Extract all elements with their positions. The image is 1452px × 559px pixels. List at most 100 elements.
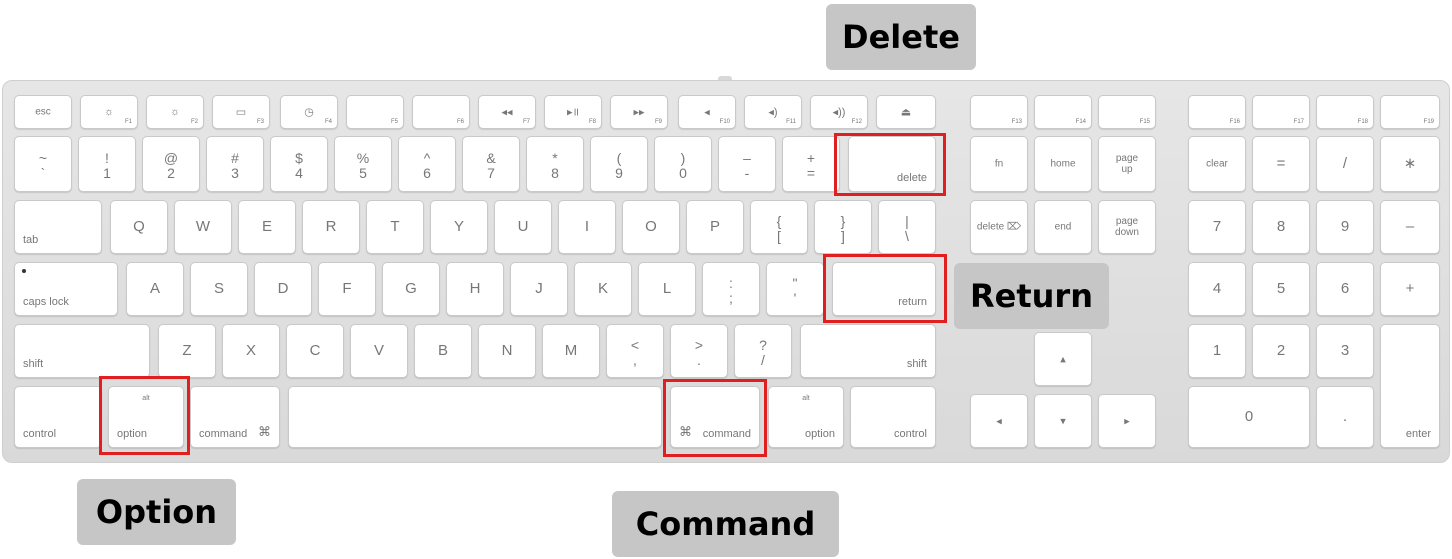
key-left-control[interactable]: control (14, 386, 102, 448)
key-arrow-right[interactable]: ▸ (1098, 394, 1156, 448)
key-f8[interactable]: ▸॥F8 (544, 95, 602, 129)
key-f10[interactable]: ◂F10 (678, 95, 736, 129)
key-esc[interactable]: esc (14, 95, 72, 129)
key-delete[interactable]: delete (848, 136, 936, 192)
key-e[interactable]: E (238, 200, 296, 254)
key-backslash[interactable]: |\ (878, 200, 936, 254)
key-numpad-8[interactable]: 8 (1252, 200, 1310, 254)
key-numpad-5[interactable]: 5 (1252, 262, 1310, 316)
key-0[interactable]: )0 (654, 136, 712, 192)
key-f16[interactable]: F16 (1188, 95, 1246, 129)
key-f11[interactable]: ◂)F11 (744, 95, 802, 129)
key-6[interactable]: ^6 (398, 136, 456, 192)
key-f9[interactable]: ▸▸F9 (610, 95, 668, 129)
key-f7[interactable]: ◂◂F7 (478, 95, 536, 129)
key-a[interactable]: A (126, 262, 184, 316)
key-arrow-down[interactable]: ▾ (1034, 394, 1092, 448)
key-forward-delete[interactable]: delete ⌦ (970, 200, 1028, 254)
key-f15[interactable]: F15 (1098, 95, 1156, 129)
key-f3[interactable]: ▭F3 (212, 95, 270, 129)
key-f12[interactable]: ◂))F12 (810, 95, 868, 129)
key-9[interactable]: (9 (590, 136, 648, 192)
key-tilde[interactable]: ~` (14, 136, 72, 192)
key-f13[interactable]: F13 (970, 95, 1028, 129)
key-eject[interactable]: ⏏ (876, 95, 936, 129)
key-tab[interactable]: tab (14, 200, 102, 254)
key-numpad-minus[interactable]: – (1380, 200, 1440, 254)
key-l[interactable]: L (638, 262, 696, 316)
key-numpad-9[interactable]: 9 (1316, 200, 1374, 254)
key-v[interactable]: V (350, 324, 408, 378)
key-equal[interactable]: += (782, 136, 840, 192)
key-minus[interactable]: –- (718, 136, 776, 192)
key-f2[interactable]: ☼F2 (146, 95, 204, 129)
key-left-command[interactable]: command⌘ (190, 386, 280, 448)
key-p[interactable]: P (686, 200, 744, 254)
key-right-bracket[interactable]: }] (814, 200, 872, 254)
key-q[interactable]: Q (110, 200, 168, 254)
key-left-bracket[interactable]: {[ (750, 200, 808, 254)
key-numpad-equal[interactable]: = (1252, 136, 1310, 192)
key-comma[interactable]: <, (606, 324, 664, 378)
key-numpad-slash[interactable]: / (1316, 136, 1374, 192)
key-o[interactable]: O (622, 200, 680, 254)
key-clear[interactable]: clear (1188, 136, 1246, 192)
key-arrow-left[interactable]: ◂ (970, 394, 1028, 448)
key-f17[interactable]: F17 (1252, 95, 1310, 129)
key-home[interactable]: home (1034, 136, 1092, 192)
key-space[interactable] (288, 386, 662, 448)
key-period[interactable]: >. (670, 324, 728, 378)
key-fn[interactable]: fn (970, 136, 1028, 192)
key-numpad-2[interactable]: 2 (1252, 324, 1310, 378)
key-left-shift[interactable]: shift (14, 324, 150, 378)
key-page-up[interactable]: page up (1098, 136, 1156, 192)
key-numpad-1[interactable]: 1 (1188, 324, 1246, 378)
key-f4[interactable]: ◷F4 (280, 95, 338, 129)
key-d[interactable]: D (254, 262, 312, 316)
key-f19[interactable]: F19 (1380, 95, 1440, 129)
key-8[interactable]: *8 (526, 136, 584, 192)
key-m[interactable]: M (542, 324, 600, 378)
key-numpad-3[interactable]: 3 (1316, 324, 1374, 378)
key-numpad-6[interactable]: 6 (1316, 262, 1374, 316)
key-4[interactable]: $4 (270, 136, 328, 192)
key-f18[interactable]: F18 (1316, 95, 1374, 129)
key-numpad-enter[interactable]: enter (1380, 324, 1440, 448)
key-w[interactable]: W (174, 200, 232, 254)
key-right-command[interactable]: ⌘command (670, 386, 760, 448)
key-u[interactable]: U (494, 200, 552, 254)
key-k[interactable]: K (574, 262, 632, 316)
key-caps-lock[interactable]: caps lock (14, 262, 118, 316)
key-b[interactable]: B (414, 324, 472, 378)
key-2[interactable]: @2 (142, 136, 200, 192)
key-3[interactable]: #3 (206, 136, 264, 192)
key-5[interactable]: %5 (334, 136, 392, 192)
key-n[interactable]: N (478, 324, 536, 378)
key-x[interactable]: X (222, 324, 280, 378)
key-right-control[interactable]: control (850, 386, 936, 448)
key-r[interactable]: R (302, 200, 360, 254)
key-y[interactable]: Y (430, 200, 488, 254)
key-s[interactable]: S (190, 262, 248, 316)
key-7[interactable]: &7 (462, 136, 520, 192)
key-j[interactable]: J (510, 262, 568, 316)
key-page-down[interactable]: page down (1098, 200, 1156, 254)
key-z[interactable]: Z (158, 324, 216, 378)
key-h[interactable]: H (446, 262, 504, 316)
key-f1[interactable]: ☼F1 (80, 95, 138, 129)
key-t[interactable]: T (366, 200, 424, 254)
key-slash[interactable]: ?/ (734, 324, 792, 378)
key-numpad-0[interactable]: 0 (1188, 386, 1310, 448)
key-end[interactable]: end (1034, 200, 1092, 254)
key-numpad-star[interactable]: ∗ (1380, 136, 1440, 192)
key-numpad-dot[interactable]: . (1316, 386, 1374, 448)
key-numpad-4[interactable]: 4 (1188, 262, 1246, 316)
key-return[interactable]: return (832, 262, 936, 316)
key-f6[interactable]: F6 (412, 95, 470, 129)
key-arrow-up[interactable]: ▴ (1034, 332, 1092, 386)
key-f14[interactable]: F14 (1034, 95, 1092, 129)
key-f5[interactable]: F5 (346, 95, 404, 129)
key-c[interactable]: C (286, 324, 344, 378)
